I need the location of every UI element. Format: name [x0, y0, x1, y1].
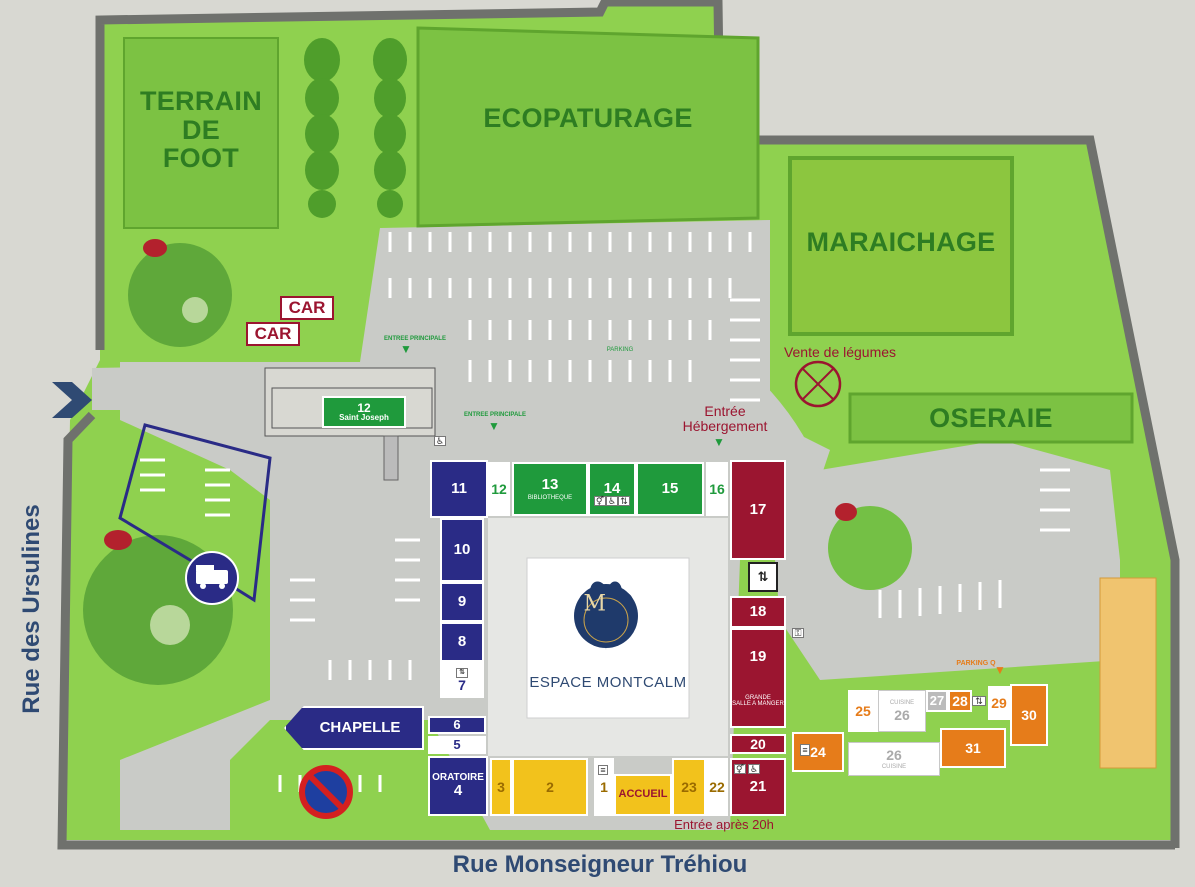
tree-rows	[304, 38, 407, 218]
restroom-icon: ⚥	[594, 495, 606, 506]
elevator-icon: ⇅	[972, 696, 986, 706]
accueil[interactable]: ACCUEIL	[614, 774, 672, 816]
boundary-wall-sw	[57, 411, 1175, 850]
room-12-saint-joseph[interactable]: 12 Saint Joseph	[322, 396, 406, 428]
room-12-north[interactable]: 12	[488, 462, 510, 516]
maraichage-field	[788, 156, 1014, 336]
room-27[interactable]: 27	[926, 690, 948, 712]
room-25[interactable]: 25	[848, 690, 878, 732]
foot-field	[123, 37, 279, 229]
room-17[interactable]: 17	[730, 460, 786, 560]
room-18[interactable]: 18	[730, 596, 786, 628]
accessible-icon: ♿	[606, 495, 618, 506]
no-parking-icon	[299, 765, 353, 819]
oseraie-field	[848, 392, 1134, 444]
room-number: 26	[894, 706, 910, 723]
room-2[interactable]: 2	[512, 758, 588, 816]
accessible-icon: ♿	[748, 763, 760, 774]
entrance-arrow-down-icon: ▼	[994, 662, 1006, 677]
room-29[interactable]: 29	[988, 686, 1010, 720]
logo-text: ESPACE MONTCALM	[529, 674, 687, 692]
room-10[interactable]: 10	[440, 518, 484, 582]
room-6[interactable]: 6	[428, 716, 486, 734]
room-13[interactable]: 13 BIBLIOTHEQUE	[512, 462, 588, 516]
vente-label: Vente de légumes	[783, 343, 897, 360]
room-4-oratoire[interactable]: ORATOIRE 4	[428, 756, 488, 816]
street-south: Rue Monseigneur Tréhiou	[452, 851, 748, 879]
room-number: 13	[541, 475, 559, 493]
room-5[interactable]: 5	[428, 736, 486, 754]
room-name: BIBLIOTHEQUE	[527, 494, 573, 501]
key-icon: ⚿	[792, 628, 804, 638]
room-23[interactable]: 23	[672, 758, 706, 816]
parking-stripes	[140, 232, 1070, 792]
entrance-arrow-down-icon: ▼	[400, 341, 412, 356]
room-20[interactable]: 20	[730, 734, 786, 754]
room-26b[interactable]: 26 CUISINE	[848, 742, 940, 776]
car-sign-2: CAR	[246, 322, 300, 346]
area-oseraie: OSERAIE	[929, 402, 1053, 433]
entree-apres-20h: Entrée après 20h	[674, 817, 774, 833]
chapelle[interactable]: CHAPELLE	[284, 706, 424, 750]
entrance-arrow-down-icon: ▼	[488, 418, 500, 433]
entree-principale-1: ENTREE PRINCIPALE	[384, 335, 446, 342]
room-16[interactable]: 16	[706, 462, 728, 516]
room-number: 4	[453, 782, 463, 800]
room-name: ORATOIRE	[432, 771, 484, 783]
room-15[interactable]: 15	[636, 462, 704, 516]
stairs-icon: ≡	[800, 744, 810, 756]
room-name: Saint Joseph	[339, 413, 389, 423]
restroom-icon: ⚥	[734, 763, 746, 774]
room-name: CUISINE	[881, 764, 907, 771]
elevator-icon: ⇅	[456, 667, 468, 678]
area-ecopaturage: ECOPATURAGE	[483, 102, 693, 133]
logo-letter: M	[583, 591, 606, 617]
street-west: Rue des Ursulines	[18, 504, 46, 714]
room-3[interactable]: 3	[490, 758, 512, 816]
room-number: 7	[458, 676, 466, 693]
room-28[interactable]: 28	[948, 690, 972, 712]
parking-q-label: PARKING Q	[956, 660, 996, 668]
room-26a[interactable]: CUISINE 26	[878, 690, 926, 732]
room-number: 12	[357, 400, 371, 415]
entrance-arrow-icon	[52, 382, 92, 418]
camper-icon	[185, 551, 239, 605]
entree-hebergement: Entrée Hébergement	[682, 403, 768, 434]
room-30[interactable]: 30	[1010, 684, 1048, 746]
stairs-icon: ≡	[598, 765, 608, 775]
room-11[interactable]: 11	[430, 460, 488, 518]
car-sign-1: CAR	[280, 296, 334, 320]
room-name: CUISINE	[889, 699, 915, 706]
logo-m-icon	[574, 581, 638, 650]
room-number: 19	[749, 647, 767, 665]
room-9[interactable]: 9	[440, 582, 484, 622]
boundary-wall	[95, 0, 1180, 848]
room-7[interactable]: ⇅ 7	[440, 662, 484, 698]
room-number: 26	[886, 746, 902, 763]
tower-building	[1099, 577, 1157, 769]
entrance-arrow-down-icon: ▼	[713, 434, 725, 449]
room-22[interactable]: 22	[706, 758, 728, 816]
room-8[interactable]: 8	[440, 622, 484, 662]
area-maraichage: MARAICHAGE	[806, 226, 996, 257]
elevator-icon: ⇅	[748, 562, 778, 592]
east-road	[760, 380, 1120, 680]
room-14[interactable]: 14	[588, 462, 636, 516]
room-31[interactable]: 31	[940, 728, 1006, 768]
parking-label: PARKING	[606, 346, 634, 353]
accessible-icon: ♿	[434, 435, 446, 446]
room-19[interactable]: 19 GRANDE SALLE A MANGER	[730, 628, 786, 728]
room-name: GRANDE SALLE A MANGER	[732, 694, 784, 707]
area-foot: TERRAIN DE FOOT	[139, 86, 263, 174]
elevator-icon: ⇅	[618, 496, 630, 506]
entree-principale-2: ENTREE PRINCIPALE	[464, 411, 526, 418]
vegetable-stand-icon	[794, 360, 842, 408]
ecopaturage-field	[416, 26, 760, 228]
